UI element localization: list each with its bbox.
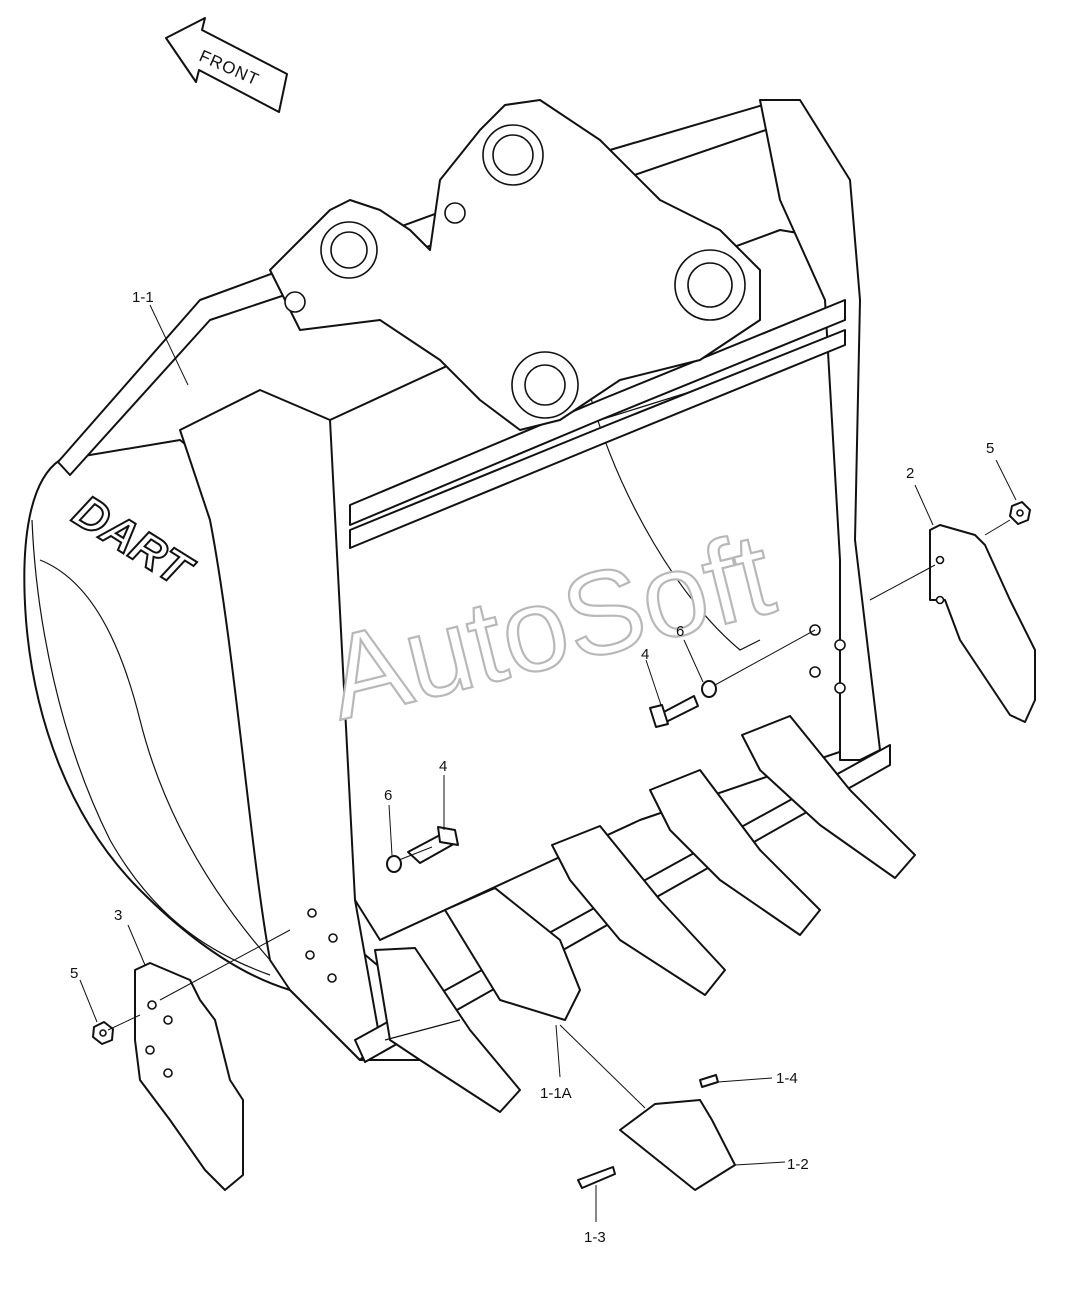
side-cutter-2 [929,524,1036,723]
leader-lines [79,304,1017,1222]
callout-1-1a: 1-1A [540,1085,572,1102]
tooth-5 [741,715,916,879]
washer-6a [386,855,402,873]
nut-5a [1009,501,1031,525]
tooth-2 [444,887,581,1021]
callout-6b: 6 [676,623,684,640]
front-arrow: FRONT [165,17,288,113]
callout-5a: 5 [986,440,994,457]
tooth-4 [649,769,821,936]
callout-4a: 4 [439,758,447,775]
callout-1-2: 1-2 [787,1156,809,1173]
bolt-4a [407,826,459,864]
bolt-4b [649,695,699,728]
callout-3: 3 [114,907,122,924]
tooth-1 [374,947,521,1113]
nut-5b [92,1021,114,1045]
side-cutter-3 [134,962,244,1191]
callout-1-1: 1-1 [132,289,154,306]
bucket-teeth [374,715,916,1113]
callout-2: 2 [906,465,914,482]
callout-1-4: 1-4 [776,1070,798,1087]
callout-1-3: 1-3 [584,1229,606,1246]
callout-6a: 6 [384,787,392,804]
tooth-3 [551,825,726,996]
washer-6b [701,680,717,698]
callout-4b: 4 [641,646,649,663]
callouts: 1-1 1-1A 1-2 1-3 1-4 2 3 4 4 5 5 6 6 [70,289,994,1246]
hardware [92,501,1031,1045]
callout-5b: 5 [70,965,78,982]
exploded-tooth [577,1074,736,1191]
